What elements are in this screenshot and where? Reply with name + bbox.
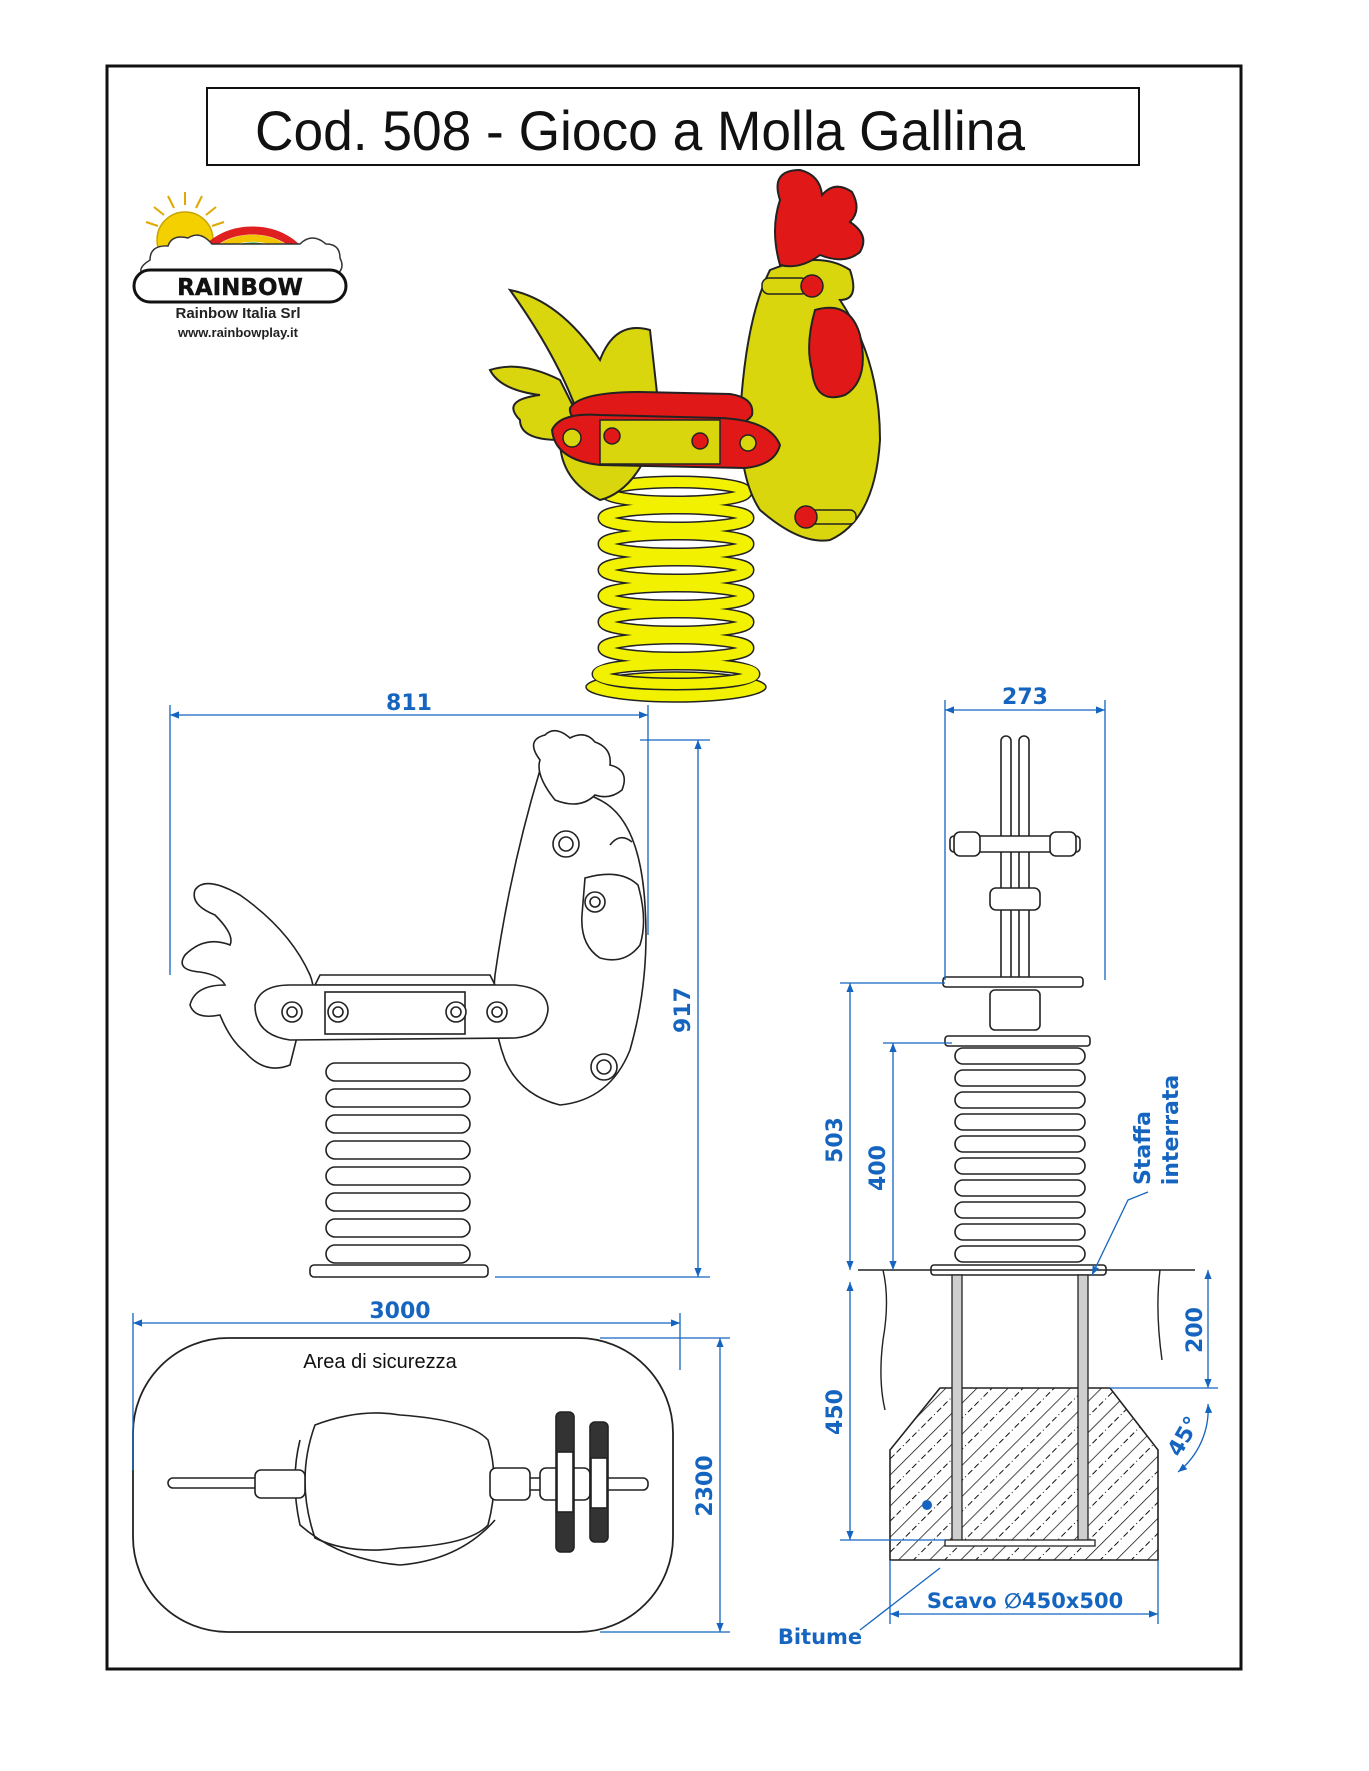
rooster-body (738, 259, 882, 542)
side-wattle (581, 873, 645, 961)
side-base-plate (309, 1264, 489, 1278)
logo-website: www.rainbowplay.it (177, 325, 299, 340)
logo-company: Rainbow Italia Srl (175, 305, 300, 322)
safety-area-label: Area di sicurezza (303, 1351, 457, 1373)
foundation-section (858, 1269, 1195, 1561)
side-seat-top (313, 974, 497, 986)
rooster-comb (774, 168, 865, 268)
side-spring (325, 1062, 471, 1264)
dim-3000: 3000 (369, 1299, 430, 1324)
dim-2300: 2300 (693, 1455, 718, 1516)
rooster-3d-render (488, 168, 882, 703)
sheet-border (105, 64, 1243, 1671)
title-box (206, 87, 1140, 166)
excavation-edge-right (1157, 1269, 1163, 1361)
anchor-post-left (951, 1274, 963, 1546)
dim-45-deg: 45° (1163, 1412, 1205, 1461)
label-staffa: Staffa (1131, 1111, 1156, 1185)
safety-area-view: Area di sicurezza (132, 1337, 674, 1633)
page-title: Cod. 508 - Gioco a Molla Gallina (255, 99, 1026, 162)
rooster-wattle (808, 306, 864, 399)
logo-badge (132, 268, 348, 304)
front-seat (942, 976, 1084, 988)
dim-200: 200 (1183, 1307, 1208, 1353)
excavation-edge-left (880, 1269, 888, 1411)
top-view-rooster (167, 1411, 649, 1566)
top-seat (304, 1412, 495, 1551)
safety-area-boundary (132, 1337, 674, 1633)
dim-503: 503 (823, 1117, 848, 1163)
dim-811: 811 (386, 691, 432, 716)
dimension-lines (132, 700, 1218, 1633)
side-elevation-view (181, 729, 647, 1278)
dim-273: 273 (1002, 685, 1048, 710)
front-spring (954, 1047, 1086, 1263)
front-elevation-view (930, 735, 1107, 1276)
rainbow-logo: RAINBOW Rainbow Italia Srl www.rainbowpl… (132, 192, 348, 340)
dim-917: 917 (671, 987, 696, 1033)
sun-rays-icon (145, 192, 225, 227)
label-bitume: Bitume (778, 1625, 862, 1649)
dim-400: 400 (866, 1145, 891, 1191)
logo-brand: RAINBOW (177, 275, 303, 301)
bitumen-dot (922, 1500, 932, 1510)
front-handle-bar (949, 835, 1081, 853)
side-comb (532, 729, 626, 805)
label-scavo: Scavo ∅450x500 (927, 1589, 1123, 1613)
label-interrata: interrata (1159, 1075, 1184, 1186)
concrete-block (889, 1387, 1159, 1561)
dim-450: 450 (823, 1389, 848, 1435)
anchor-post-right (1077, 1274, 1089, 1546)
